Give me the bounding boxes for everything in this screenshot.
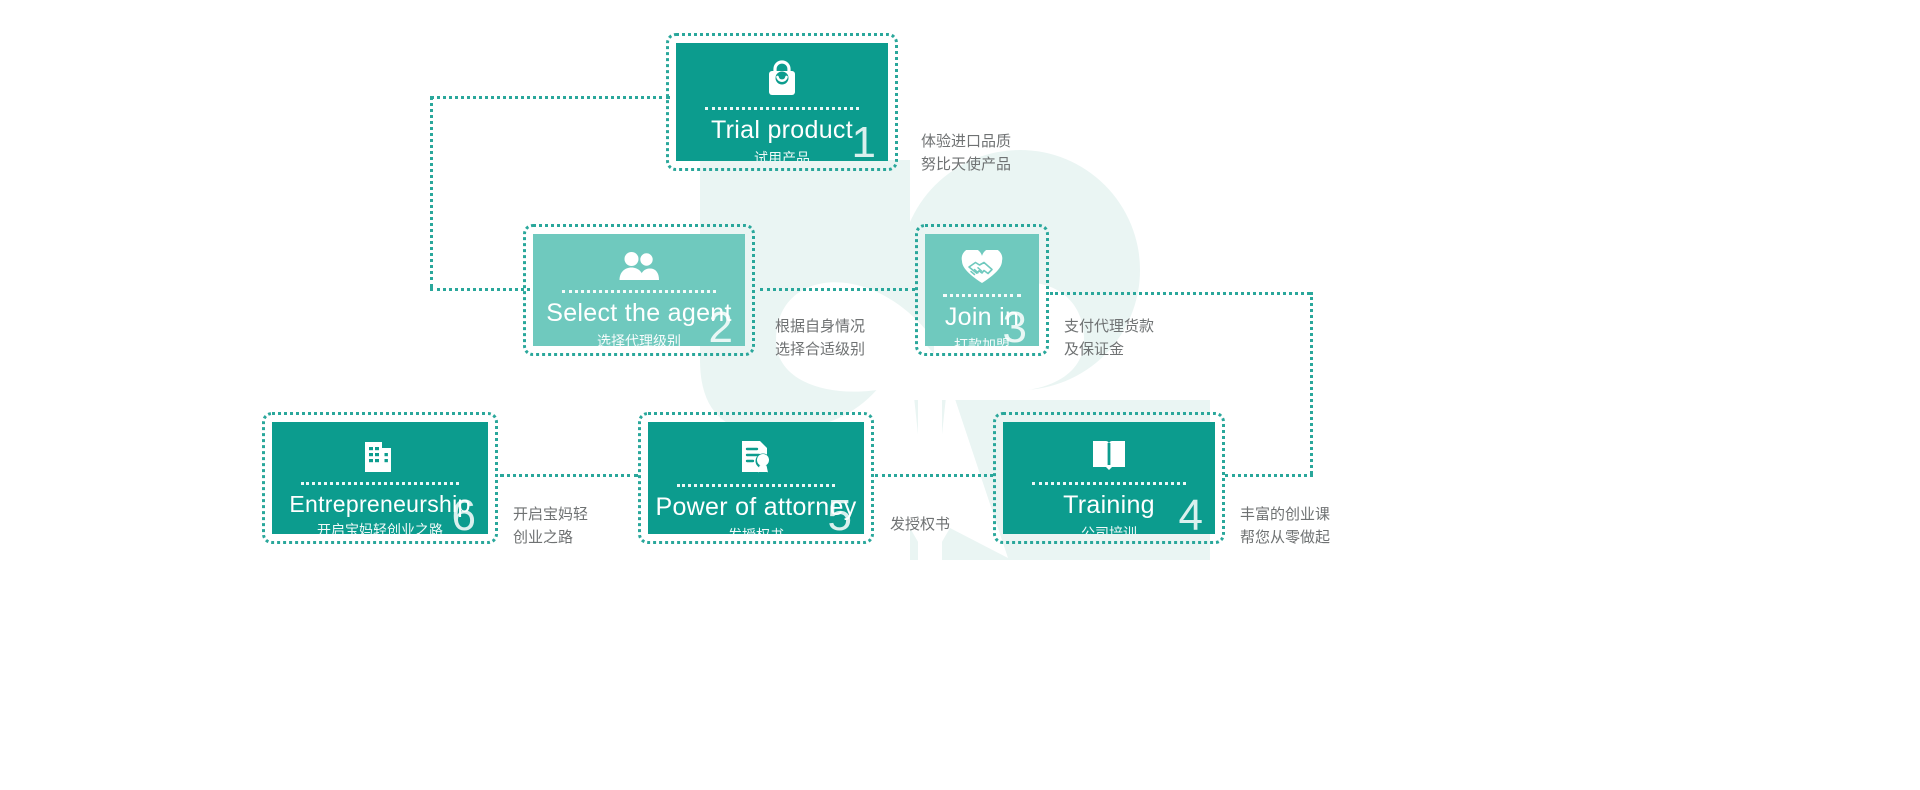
step-card-select-the-agent[interactable]: Select the agent 选择代理级别 2 bbox=[523, 224, 755, 356]
card-step-number: 6 bbox=[451, 491, 476, 535]
note-entrepreneurship: 开启宝妈轻 创业之路 bbox=[513, 503, 588, 550]
step-card-trial-product[interactable]: Trial product 试用产品 1 bbox=[666, 33, 898, 171]
card-subtitle: 打款加盟 bbox=[954, 336, 1010, 346]
card-divider bbox=[676, 484, 836, 487]
note-trial-product: 体验进口品质 努比天使产品 bbox=[921, 130, 1011, 177]
open-book-icon bbox=[1090, 438, 1128, 474]
certificate-icon bbox=[737, 438, 775, 476]
card-title: Select the agent bbox=[546, 299, 732, 327]
card-step-number: 5 bbox=[827, 491, 852, 535]
card-step-number: 3 bbox=[1002, 303, 1027, 347]
card-divider bbox=[1031, 482, 1187, 485]
note-join-in: 支付代理货款 及保证金 bbox=[1064, 315, 1154, 362]
note-line-2: 选择合适级别 bbox=[775, 341, 866, 359]
note-line-2: 努比天使产品 bbox=[921, 156, 1012, 174]
card-title: Trial product bbox=[711, 116, 853, 144]
note-line-2: 帮您从零做起 bbox=[1240, 529, 1331, 547]
note-line-1: 丰富的创业课 bbox=[1240, 506, 1331, 523]
note-select-the-agent: 根据自身情况 选择合适级别 bbox=[775, 315, 865, 362]
note-line-1: 根据自身情况 bbox=[775, 318, 866, 335]
note-line-1: 开启宝妈轻 bbox=[513, 506, 589, 523]
note-line-1: 支付代理货款 bbox=[1064, 318, 1155, 335]
card-title: Join in bbox=[944, 303, 1020, 331]
note-line-1: 发授权书 bbox=[890, 516, 951, 533]
card-step-number: 1 bbox=[851, 118, 876, 162]
card-subtitle: 试用产品 bbox=[754, 149, 810, 161]
office-building-icon bbox=[361, 438, 399, 474]
handshake-heart-icon bbox=[960, 250, 1004, 286]
note-power-of-attorney: 发授权书 bbox=[890, 513, 950, 536]
card-divider bbox=[300, 482, 460, 485]
card-divider bbox=[704, 107, 860, 110]
card-title: Entrepreneurship bbox=[289, 491, 471, 517]
card-title: Power of attorney bbox=[655, 493, 857, 521]
card-subtitle: 公司培训 bbox=[1081, 524, 1137, 534]
step-card-entrepreneurship[interactable]: Entrepreneurship 开启宝妈轻创业之路 6 bbox=[262, 412, 498, 544]
card-subtitle: 选择代理级别 bbox=[597, 332, 681, 346]
card-divider bbox=[942, 294, 1022, 297]
card-title: Training bbox=[1063, 491, 1155, 519]
step-card-power-of-attorney[interactable]: Power of attorney 发授权书 5 bbox=[638, 412, 874, 544]
card-step-number: 4 bbox=[1178, 491, 1203, 535]
note-training: 丰富的创业课 帮您从零做起 bbox=[1240, 503, 1330, 550]
step-card-join-in[interactable]: Join in 打款加盟 3 bbox=[915, 224, 1049, 356]
note-line-1: 体验进口品质 bbox=[921, 133, 1012, 150]
gift-ribbon-watermark bbox=[690, 150, 1210, 620]
card-step-number: 2 bbox=[708, 303, 733, 347]
note-line-2: 及保证金 bbox=[1064, 341, 1125, 359]
step-card-training[interactable]: Training 公司培训 4 bbox=[993, 412, 1225, 544]
shopping-bag-icon bbox=[763, 59, 801, 99]
people-icon bbox=[618, 250, 660, 282]
card-subtitle: 发授权书 bbox=[728, 526, 784, 534]
note-line-2: 创业之路 bbox=[513, 529, 574, 547]
card-subtitle: 开启宝妈轻创业之路 bbox=[317, 522, 443, 534]
card-divider bbox=[561, 290, 717, 293]
